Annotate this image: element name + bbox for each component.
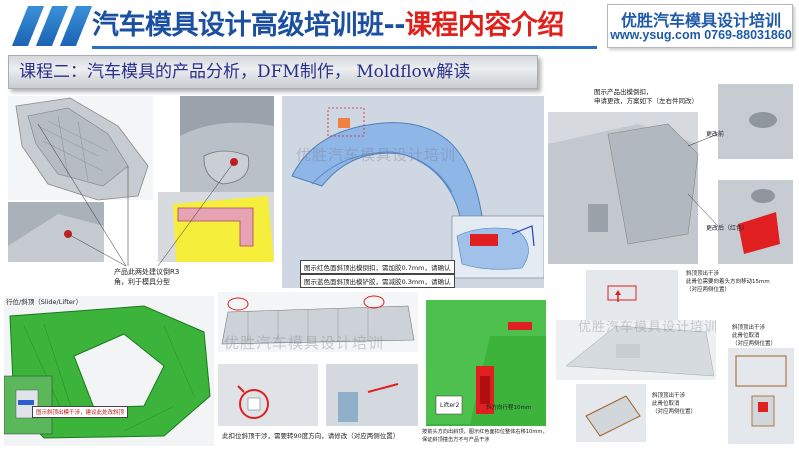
title-separator: -- [383,10,406,41]
right-top-label-before: 更改前 [706,131,725,138]
title-accent: 课程内容介绍 [404,10,565,41]
header-stripes-logo [6,4,98,48]
section-banner: 课程二：汽车模具的产品分析，DFM制作， Moldflow解读 [8,55,538,89]
panel-trim-analysis: 产品此两处建议倒R3 角，利于模具分型 [8,96,274,294]
rb-note2-line1: 斜顶顶出干涉 [732,325,766,331]
rb-note2-line2: 此骨位取消 [732,333,760,339]
rb-note3-line2: 此骨位取消 [652,401,680,407]
right-top-illustration [548,84,793,264]
right-bottom-illustration [556,270,794,444]
slide-lifter-illustration [4,305,211,439]
right-top-label-after: 更改后（红色） [706,225,749,232]
title-main: 汽车模具设计高级培训班 [92,10,384,41]
green-part-tag: Lifter2 [440,402,460,409]
green-caption-line2: 保证斜顶撞击方不与产品干涉 [422,437,490,443]
pillar-note-blue: 图示蓝色面斜顶出模铲胶，需减胶0.3mm，请确认 [300,274,455,288]
mid-watermark: 优胜汽车模具设计培训 [224,334,385,352]
trim-caption-line1: 产品此两处建议倒R3 [114,268,180,276]
panel-mid-bottom: 优胜汽车模具设计培训 此扣位斜顶干涉，需要转90度方向，请修改（对应两侧位置） [218,292,418,446]
right-bottom-watermark: 优胜汽车模具设计培训 [578,320,719,335]
brand-contact: www.ysug.com 0769-88031860 [610,28,792,42]
title-underline [92,46,597,49]
green-part-illustration [426,300,546,426]
rb-note1-line1: 斜顶顶出干涉 [686,271,720,277]
rb-note1-line3: （对应两侧位置） [686,287,731,293]
brand-name: 优胜汽车模具设计培训 [620,11,781,30]
slide-title: 汽车模具设计高级培训班--课程内容介绍 [92,4,564,48]
rb-note2-line3: （对应两侧位置） [732,341,777,347]
mid-bottom-caption: 此扣位斜顶干涉，需要转90度方向，请修改（对应两侧位置） [222,432,400,440]
pillar-note-red: 图示红色面斜顶出模倒扣，需加胶0.7mm，请确认 [300,260,455,274]
section-banner-text: 课程二：汽车模具的产品分析，DFM制作， Moldflow解读 [19,62,471,82]
mid-bottom-illustration [218,292,418,426]
panel-right-top: 图示产品出模倒扣， 申请更改，方案如下（左右件同改） 更改前 更改后（红色） [548,84,793,264]
slide-lifter-note: 图示斜顶出模干涉，建议此处改斜顶 [32,406,129,418]
rb-note1-line2: 此骨位需要向着头方向移动15mm [686,279,770,285]
slide-lifter-title: 行位/斜顶（Slide/Lifter） [6,298,83,306]
green-caption-line1: 按箭头方向出斜顶，图示红色面扣位整体右移10mm， [422,429,548,435]
right-top-note-line2: 申请更改，方案如下（左右件同改） [594,97,698,105]
rb-note3-line3: （对应两侧位置） [652,409,697,415]
panel-green-part: Lifter2 斜方向行程10mm 按箭头方向出斜顶，图示红色面扣位整体右移10… [420,296,552,446]
pillar-illustration [282,96,544,288]
green-part-dim: 斜方向行程10mm [486,405,532,411]
trim-caption-line2: 角，利于模具分型 [114,278,170,286]
panel-pillar-analysis: 优胜汽车模具设计培训 图示红色面斜顶出模倒扣，需加胶0.7mm，请确认 图示蓝色… [282,96,544,288]
trim-analysis-illustration [8,96,274,267]
rb-note3-line1: 斜顶顶出干涉 [652,393,686,399]
slide-header: 汽车模具设计高级培训班--课程内容介绍 优胜汽车模具设计培训 www.ysug.… [0,0,799,52]
panel-slide-lifter: 行位/斜顶（Slide/Lifter） 图示斜顶出模干涉，建议此处改斜顶 [4,296,214,446]
pillar-watermark: 优胜汽车模具设计培训 [296,146,457,164]
right-top-note-line1: 图示产品出模倒扣， [594,88,653,96]
panel-right-bottom: 优胜汽车模具设计培训 斜顶顶出干涉 此骨位需要向着头方向移动15mm （对应两侧… [556,266,795,446]
brand-box: 优胜汽车模具设计培训 www.ysug.com 0769-88031860 [607,4,793,48]
